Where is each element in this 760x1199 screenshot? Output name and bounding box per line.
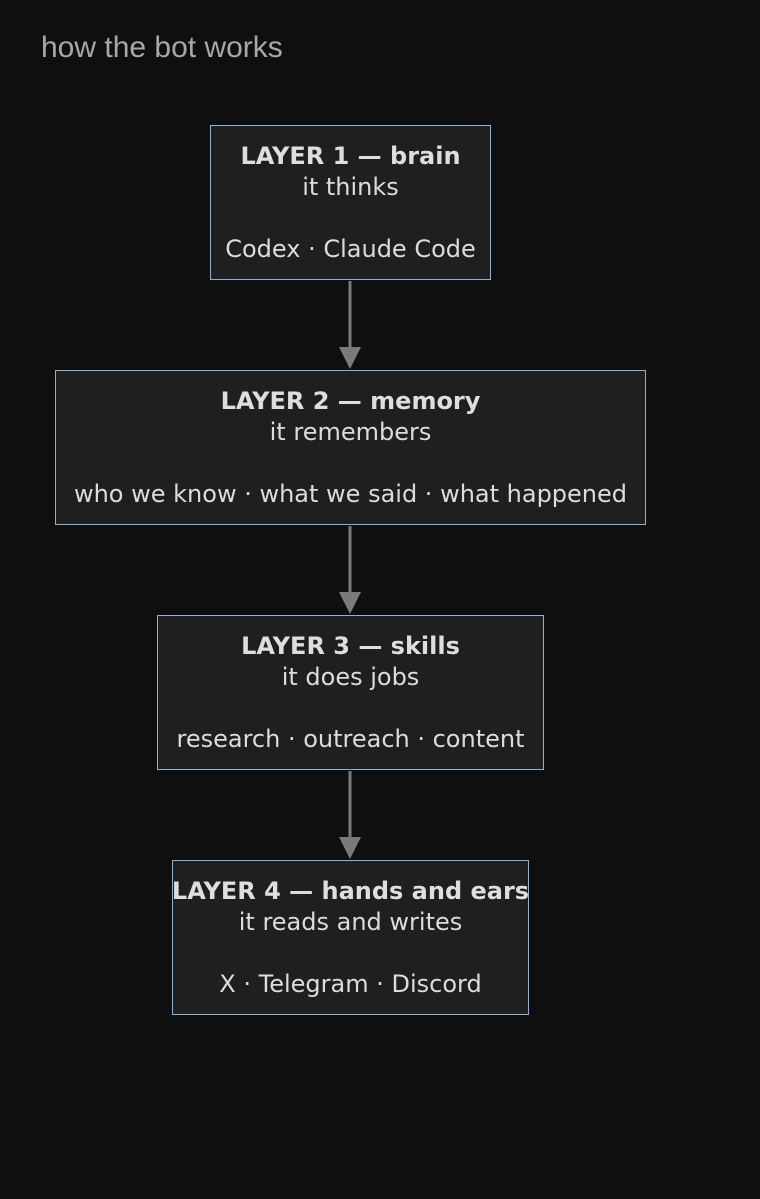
node-subtitle: it remembers xyxy=(269,418,432,446)
node-heading: LAYER 1 — brain xyxy=(240,142,461,170)
node-layer-3-skills: LAYER 3 — skills it does jobs research ·… xyxy=(157,615,544,770)
node-tools: who we know · what we said · what happen… xyxy=(73,480,628,508)
node-tools: X · Telegram · Discord xyxy=(219,970,482,998)
edge-layer3-to-layer4 xyxy=(339,771,361,859)
node-heading: LAYER 2 — memory xyxy=(220,387,481,415)
node-heading: LAYER 4 — hands and ears xyxy=(171,877,530,905)
node-subtitle: it reads and writes xyxy=(238,908,463,936)
node-layer-4-hands-and-ears: LAYER 4 — hands and ears it reads and wr… xyxy=(172,860,529,1015)
node-tools: Codex · Claude Code xyxy=(225,235,476,263)
node-heading: LAYER 3 — skills xyxy=(241,632,460,660)
edge-layer1-to-layer2 xyxy=(339,281,361,369)
node-layer-2-memory: LAYER 2 — memory it remembers who we kno… xyxy=(55,370,646,525)
node-subtitle: it thinks xyxy=(302,173,399,201)
node-subtitle: it does jobs xyxy=(281,663,420,691)
diagram-title: how the bot works xyxy=(41,31,283,64)
node-layer-1-brain: LAYER 1 — brain it thinks Codex · Claude… xyxy=(210,125,491,280)
node-tools: research · outreach · content xyxy=(176,725,525,753)
edge-layer2-to-layer3 xyxy=(339,526,361,614)
